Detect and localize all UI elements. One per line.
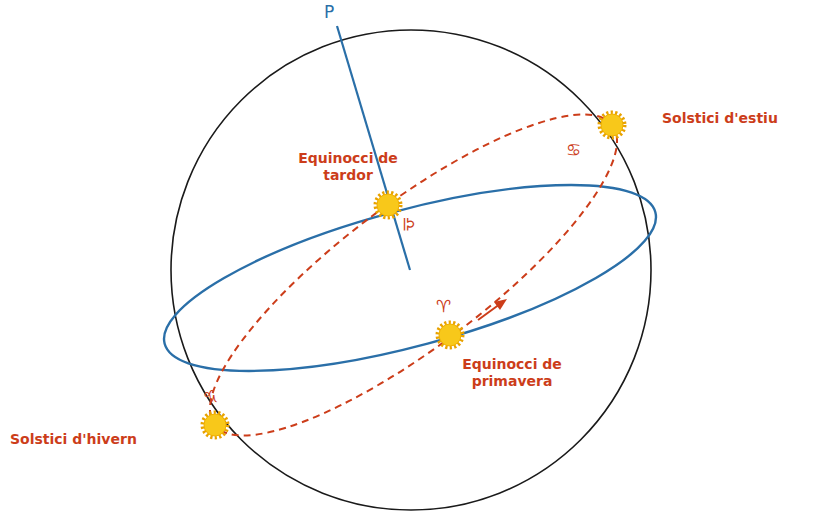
solstice-label: Solstici d'estiu (662, 110, 778, 127)
pole-label: P (324, 2, 334, 22)
ecliptic-direction-arrow (478, 304, 500, 320)
ecliptic (171, 68, 655, 483)
zodiac-symbol: ♈ (436, 296, 451, 316)
sun-summer-solstice (600, 113, 625, 138)
zodiac-symbol: ♑ (203, 386, 218, 406)
sun-autumn-equinox (376, 193, 401, 218)
sun-winter-solstice (203, 413, 228, 438)
solstice-label: Solstici d'hivern (10, 431, 137, 448)
equinox-label: Equinocci de primavera (452, 356, 572, 390)
zodiac-symbol: ♎ (398, 217, 418, 232)
pole-axis (337, 26, 410, 270)
arrow-head (494, 299, 507, 310)
sun-spring-equinox (438, 323, 463, 348)
equinox-label: Equinocci de tardor (292, 150, 404, 184)
zodiac-symbol: ♋ (566, 140, 581, 160)
celestial-sphere (171, 30, 651, 510)
celestial-equator (147, 147, 673, 410)
